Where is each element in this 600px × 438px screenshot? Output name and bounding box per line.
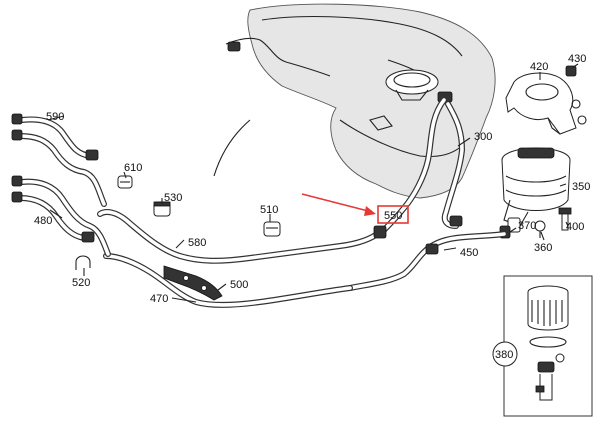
clip-610 (117, 175, 133, 189)
clip-510 (263, 221, 281, 237)
label-360: 360 (534, 242, 552, 254)
pipes-480 (11, 175, 111, 257)
bracket-420 (505, 65, 587, 135)
bracket-500 (163, 265, 223, 301)
label-470: 470 (150, 293, 168, 305)
label-480: 480 (34, 215, 52, 227)
filter-insert-inset (492, 275, 593, 417)
clip-530 (153, 201, 171, 217)
label-300: 300 (474, 131, 492, 143)
pipe-300 (381, 97, 465, 233)
leader-lines (47, 63, 579, 303)
pipe-580 (97, 209, 383, 264)
label-510: 510 (260, 204, 278, 216)
label-380: 380 (495, 349, 513, 361)
label-580: 580 (188, 237, 206, 249)
label-500: 500 (230, 279, 248, 291)
pipe-450 (347, 231, 507, 291)
label-370: 370 (518, 220, 536, 232)
label-430: 430 (568, 53, 586, 65)
label-550: 550 (384, 210, 402, 222)
label-400: 400 (566, 221, 584, 233)
label-590: 590 (46, 111, 64, 123)
label-610: 610 (124, 162, 142, 174)
filter-housing-350 (501, 147, 571, 233)
pipe-470 (103, 253, 353, 308)
pipes-590 (11, 113, 107, 207)
label-350: 350 (572, 181, 590, 193)
part-labels: 590 610 530 480 520 580 510 500 470 550 … (34, 53, 590, 361)
connector-550 (373, 225, 387, 239)
label-450: 450 (460, 247, 478, 259)
fuel-tank (213, 3, 496, 199)
label-530: 530 (164, 192, 182, 204)
label-420: 420 (530, 61, 548, 73)
label-520: 520 (72, 277, 90, 289)
highlight-box-550 (377, 205, 409, 224)
highlight-callout (301, 193, 409, 224)
clip-520 (75, 255, 91, 270)
